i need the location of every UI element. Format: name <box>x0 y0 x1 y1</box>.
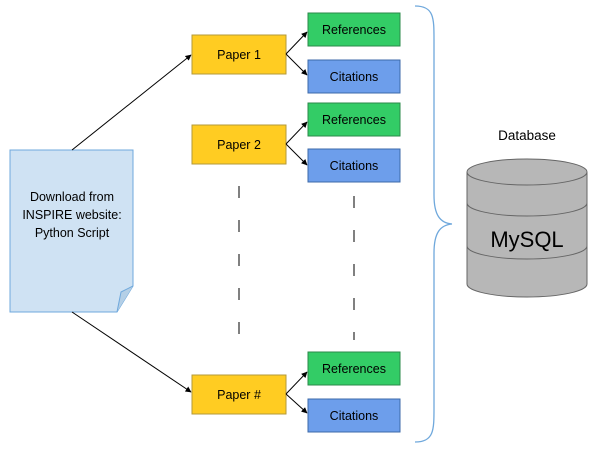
database-ring-2 <box>466 245 588 260</box>
curly-brace <box>414 5 453 443</box>
citations-label: Citations <box>330 159 379 173</box>
arrow-to-references <box>285 371 308 395</box>
database-title: Database <box>498 128 556 143</box>
source-document-fold <box>116 285 134 313</box>
arrow-to-citations <box>285 53 308 76</box>
paper-label: Paper # <box>217 388 261 402</box>
arrow-to-references <box>285 121 308 145</box>
citations-label: Citations <box>330 70 379 84</box>
references-label: References <box>322 23 386 37</box>
references-box <box>307 102 401 137</box>
paper-box <box>191 374 287 415</box>
source-text-line-3: Python Script <box>35 226 110 240</box>
references-box <box>307 12 401 47</box>
arrow-to-citations <box>285 143 308 166</box>
citations-box <box>307 148 401 183</box>
references-label: References <box>322 362 386 376</box>
arrow-to-citations <box>285 393 308 414</box>
source-text-line-1: Download from <box>30 190 114 204</box>
arrow-source-to-paper-n <box>71 311 192 393</box>
source-text-line-2: INSPIRE website: <box>22 208 121 222</box>
database-body <box>466 172 588 298</box>
paper-group-2: Paper 2 References Citations <box>191 102 401 183</box>
citations-box <box>307 59 401 94</box>
references-label: References <box>322 113 386 127</box>
paper-label: Paper 1 <box>217 48 261 62</box>
citations-label: Citations <box>330 409 379 423</box>
paper-group-1: Paper 1 References Citations <box>191 12 401 94</box>
source-document: Download from INSPIRE website: Python Sc… <box>9 149 134 313</box>
paper-label: Paper 2 <box>217 138 261 152</box>
database-cylinder-icon: MySQL <box>466 158 588 298</box>
database-ring-1 <box>466 202 588 217</box>
paper-group-n: Paper # References Citations <box>191 351 401 433</box>
database-top <box>466 158 588 186</box>
arrow-to-references <box>285 31 308 55</box>
references-box <box>307 351 401 386</box>
arrow-source-to-paper-1 <box>71 54 192 151</box>
paper-box <box>191 34 287 75</box>
citations-box <box>307 398 401 433</box>
database-label: MySQL <box>490 227 563 252</box>
